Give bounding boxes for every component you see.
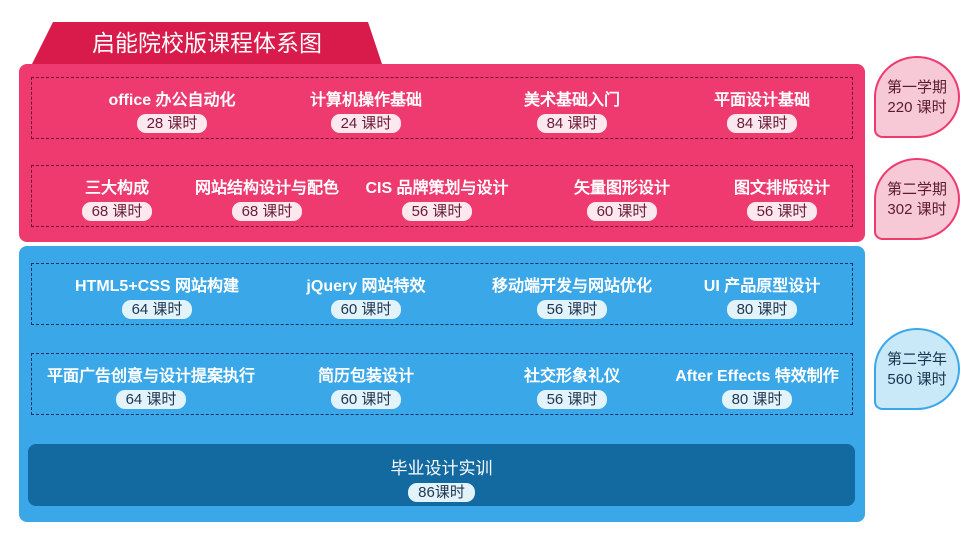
term-label: 第二学年	[886, 351, 947, 368]
course-hours: 56 课时	[536, 390, 608, 409]
course-name: After Effects 特效制作	[675, 368, 839, 385]
course-name: jQuery 网站特效	[306, 278, 426, 295]
course-three-compositions: 三大构成 68 课时	[62, 166, 172, 226]
course-hours: 28 课时	[136, 114, 208, 133]
course-name: 三大构成	[84, 180, 149, 197]
course-after-effects: After Effects 特效制作 80 课时	[662, 354, 852, 414]
course-hours: 60 课时	[586, 202, 658, 221]
course-hours: 68 课时	[231, 202, 303, 221]
graduation-hours: 86课时	[408, 483, 475, 502]
course-name: 平面设计基础	[713, 92, 810, 109]
graduation-project: 毕业设计实训 86课时	[28, 444, 855, 506]
semester-1-row: office 办公自动化 28 课时 计算机操作基础 24 课时 美术基础入门 …	[31, 77, 853, 139]
graduation-name: 毕业设计实训	[390, 459, 493, 478]
course-resume-design: 简历包装设计 60 课时	[286, 354, 446, 414]
course-hours: 24 课时	[330, 114, 402, 133]
course-name: 移动端开发与网站优化	[491, 278, 652, 295]
course-art-intro: 美术基础入门 84 课时	[492, 78, 652, 138]
semester-2-row: 三大构成 68 课时 网站结构设计与配色 68 课时 CIS 品牌策划与设计 5…	[31, 165, 853, 227]
course-web-structure: 网站结构设计与配色 68 课时	[192, 166, 342, 226]
course-name: 图文排版设计	[733, 180, 830, 197]
course-hours: 68 课时	[81, 202, 153, 221]
course-hours: 84 课时	[726, 114, 798, 133]
course-hours: 84 课时	[536, 114, 608, 133]
course-computer-basics: 计算机操作基础 24 课时	[286, 78, 446, 138]
course-hours: 60 课时	[330, 300, 402, 319]
course-name: 简历包装设计	[317, 368, 414, 385]
course-office: office 办公自动化 28 课时	[82, 78, 262, 138]
course-name: office 办公自动化	[108, 92, 236, 109]
term-hours: 220 课时	[887, 99, 947, 116]
course-cis-brand: CIS 品牌策划与设计 56 课时	[362, 166, 512, 226]
course-name: 社交形象礼仪	[523, 368, 620, 385]
course-layout-design: 图文排版设计 56 课时	[712, 166, 852, 226]
course-hours: 60 课时	[330, 390, 402, 409]
course-vector-graphics: 矢量图形设计 60 课时	[552, 166, 692, 226]
course-name: 平面广告创意与设计提案执行	[46, 368, 255, 385]
course-name: UI 产品原型设计	[703, 278, 821, 295]
course-name: 美术基础入门	[523, 92, 620, 109]
course-hours: 56 课时	[746, 202, 818, 221]
course-hours: 56 课时	[401, 202, 473, 221]
course-hours: 64 课时	[121, 300, 193, 319]
course-name: 计算机操作基础	[309, 92, 422, 109]
course-name: 网站结构设计与配色	[194, 180, 339, 197]
term-label: 第一学期	[886, 79, 947, 96]
term-label: 第二学期	[886, 181, 947, 198]
second-year-row-2: 平面广告创意与设计提案执行 64 课时 简历包装设计 60 课时 社交形象礼仪 …	[31, 353, 853, 415]
term-hours: 560 课时	[887, 371, 947, 388]
course-mobile-dev: 移动端开发与网站优化 56 课时	[472, 264, 672, 324]
course-hours: 80 课时	[721, 390, 793, 409]
course-ad-creative: 平面广告创意与设计提案执行 64 课时	[36, 354, 266, 414]
course-hours: 80 课时	[726, 300, 798, 319]
course-social-etiquette: 社交形象礼仪 56 课时	[492, 354, 652, 414]
course-jquery: jQuery 网站特效 60 课时	[286, 264, 446, 324]
page-title: 启能院校版课程体系图	[92, 30, 322, 56]
course-name: CIS 品牌策划与设计	[365, 180, 509, 197]
term-tag-semester-1: 第一学期 220 课时	[874, 56, 960, 138]
course-ui-prototype: UI 产品原型设计 80 课时	[682, 264, 842, 324]
course-name: 矢量图形设计	[573, 180, 670, 197]
term-tag-second-year: 第二学年 560 课时	[874, 328, 960, 410]
second-year-row-1: HTML5+CSS 网站构建 64 课时 jQuery 网站特效 60 课时 移…	[31, 263, 853, 325]
title-tab: 启能院校版课程体系图	[32, 22, 382, 64]
term-hours: 302 课时	[887, 201, 947, 218]
course-hours: 64 课时	[115, 390, 187, 409]
course-html5-css: HTML5+CSS 网站构建 64 课时	[62, 264, 252, 324]
course-graphic-basics: 平面设计基础 84 课时	[682, 78, 842, 138]
first-year-block: office 办公自动化 28 课时 计算机操作基础 24 课时 美术基础入门 …	[19, 64, 865, 242]
course-hours: 56 课时	[536, 300, 608, 319]
term-tag-semester-2: 第二学期 302 课时	[874, 158, 960, 240]
course-name: HTML5+CSS 网站构建	[74, 278, 240, 295]
second-year-block: HTML5+CSS 网站构建 64 课时 jQuery 网站特效 60 课时 移…	[19, 246, 865, 522]
